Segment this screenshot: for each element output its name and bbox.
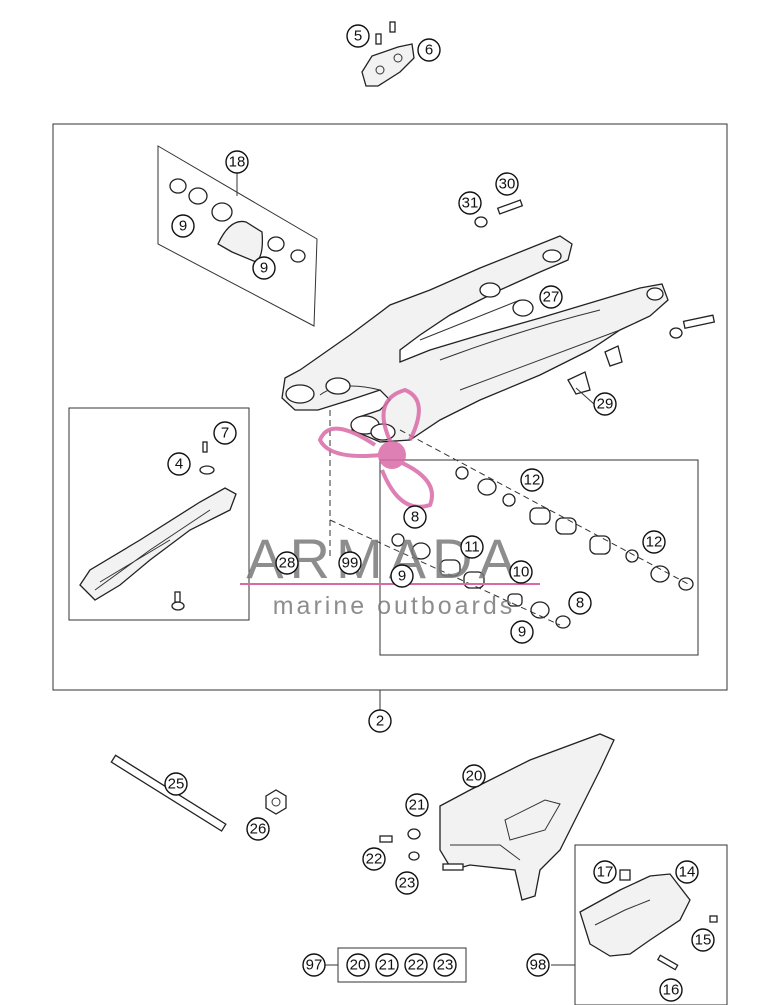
callout-6: 6	[417, 38, 441, 62]
svg-text:5: 5	[354, 28, 362, 45]
svg-text:20: 20	[350, 957, 367, 974]
callout-2: 2	[368, 709, 392, 733]
chain-guide-kit-frame	[574, 844, 728, 1005]
watermark-tagline: marine outboards	[273, 592, 516, 620]
callout-12: 12	[520, 468, 544, 492]
callout-22: 22	[362, 847, 386, 871]
svg-text:18: 18	[229, 154, 246, 171]
svg-text:9: 9	[179, 218, 187, 235]
svg-text:6: 6	[425, 42, 433, 59]
callout-9: 9	[510, 620, 534, 644]
callout-20: 20	[462, 764, 486, 788]
callout-21: 21	[405, 793, 429, 817]
svg-text:31: 31	[462, 195, 479, 212]
svg-text:30: 30	[499, 176, 516, 193]
svg-text:29: 29	[597, 396, 614, 413]
svg-text:97: 97	[306, 957, 323, 974]
callout-16: 16	[659, 978, 683, 1002]
svg-text:14: 14	[679, 864, 696, 881]
callout-17: 17	[593, 860, 617, 884]
svg-text:98: 98	[530, 957, 547, 974]
callout-28: 28	[275, 551, 299, 575]
callout-9: 9	[252, 256, 276, 280]
kit-item-23: 23	[433, 953, 457, 977]
kit-item-22: 22	[404, 953, 428, 977]
nut-part	[474, 216, 488, 228]
svg-text:23: 23	[437, 957, 454, 974]
chain-guide-part	[439, 733, 615, 901]
callout-30: 30	[495, 172, 519, 196]
svg-text:9: 9	[260, 260, 268, 277]
svg-text:21: 21	[409, 797, 426, 814]
callout-27: 27	[539, 285, 563, 309]
svg-text:7: 7	[221, 425, 229, 442]
callout-99: 99	[338, 551, 362, 575]
screw-part	[375, 33, 382, 45]
bearing-kit-18-frame	[157, 145, 318, 327]
callout-10: 10	[509, 560, 533, 584]
svg-text:9: 9	[398, 568, 406, 585]
callout-25: 25	[164, 772, 188, 796]
caliper-support-part	[361, 43, 415, 87]
chain-guide-insert-part	[579, 873, 691, 957]
callout-31: 31	[458, 191, 482, 215]
callout-12: 12	[642, 530, 666, 554]
svg-text:4: 4	[175, 456, 183, 473]
svg-text:8: 8	[411, 509, 419, 526]
svg-text:2: 2	[376, 713, 384, 730]
kit-item-20: 20	[346, 953, 370, 977]
callout-5: 5	[346, 24, 370, 48]
svg-text:8: 8	[576, 595, 584, 612]
callout-14: 14	[675, 860, 699, 884]
kit-item-21: 21	[375, 953, 399, 977]
callout-18: 18	[225, 150, 249, 174]
axle-part	[110, 754, 227, 832]
svg-text:12: 12	[524, 472, 541, 489]
svg-text:23: 23	[399, 875, 416, 892]
callout-15: 15	[691, 928, 715, 952]
svg-text:27: 27	[543, 289, 560, 306]
axle-nut-part	[265, 789, 287, 815]
callout-29: 29	[593, 392, 617, 416]
callout-8: 8	[568, 591, 592, 615]
svg-text:28: 28	[279, 555, 296, 572]
svg-text:11: 11	[464, 539, 480, 556]
svg-text:12: 12	[646, 534, 663, 551]
svg-text:26: 26	[250, 821, 267, 838]
svg-text:20: 20	[466, 768, 483, 785]
armada-logo-icon	[317, 387, 434, 509]
svg-text:17: 17	[597, 864, 614, 881]
callout-8: 8	[403, 505, 427, 529]
callout-9: 9	[390, 564, 414, 588]
callout-26: 26	[246, 817, 270, 841]
linkage-bearing-frame	[379, 459, 699, 656]
svg-text:25: 25	[168, 776, 185, 793]
svg-text:16: 16	[663, 982, 680, 999]
pin-part	[496, 199, 524, 215]
chain-slider-part	[79, 487, 237, 601]
svg-text:15: 15	[695, 932, 712, 949]
chain-roller-ring-part	[512, 299, 534, 317]
svg-text:21: 21	[379, 957, 396, 974]
svg-text:9: 9	[518, 624, 526, 641]
callout-97: 97	[302, 953, 326, 977]
callout-4: 4	[167, 452, 191, 476]
svg-text:22: 22	[366, 851, 383, 868]
svg-text:22: 22	[408, 957, 425, 974]
chain-slider-frame	[68, 407, 250, 621]
callout-98: 98	[526, 953, 550, 977]
bearing-cup-part	[217, 220, 264, 263]
callout-23: 23	[395, 871, 419, 895]
callout-11: 11	[460, 535, 484, 559]
svg-text:99: 99	[342, 555, 359, 572]
swingarm-assembly-frame	[52, 123, 728, 691]
svg-text:10: 10	[513, 564, 530, 581]
callout-7: 7	[213, 421, 237, 445]
callout-9: 9	[171, 214, 195, 238]
